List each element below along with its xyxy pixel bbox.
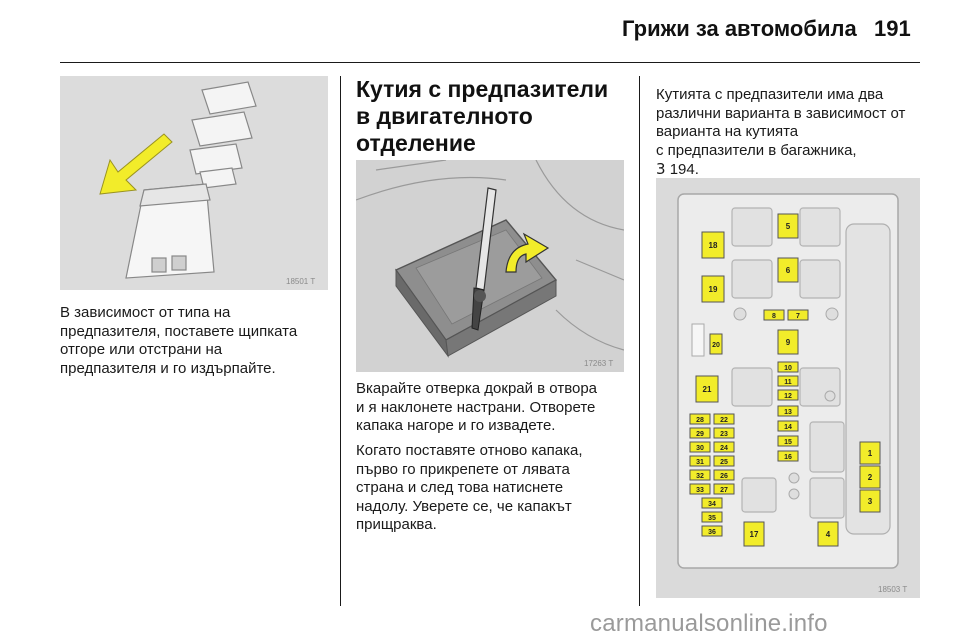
fuse-27: 27 (713, 483, 735, 495)
fuse-20: 20 (709, 333, 723, 355)
svg-text:4: 4 (826, 530, 831, 539)
fuse-16: 16 (777, 450, 799, 462)
fuse-3: 3 (859, 489, 881, 513)
middle-paragraph-2: Когато поставяте отново капака, първо го… (356, 442, 583, 533)
svg-text:31: 31 (696, 459, 704, 466)
engine-fuse-box-illustration: 17263 T (356, 160, 624, 372)
fuse-5: 5 (777, 213, 799, 239)
fuse-29: 29 (689, 427, 711, 439)
svg-text:29: 29 (696, 431, 704, 438)
column-divider-left (340, 76, 341, 606)
fuse-6: 6 (777, 257, 799, 283)
svg-text:36: 36 (708, 529, 716, 536)
section-heading: Кутия с предпазители в двигателното отде… (356, 76, 609, 156)
right-paragraph: Кутията с предпазители има два различни … (656, 86, 906, 178)
svg-text:34: 34 (708, 501, 716, 508)
fuse-15: 15 (777, 435, 799, 447)
page-number: 191 (874, 16, 911, 41)
svg-text:8: 8 (772, 313, 776, 320)
svg-text:30: 30 (696, 445, 704, 452)
fuse-24: 24 (713, 441, 735, 453)
fuse-22: 22 (713, 413, 735, 425)
svg-text:15: 15 (784, 439, 792, 446)
svg-text:6: 6 (786, 266, 791, 275)
svg-text:14: 14 (784, 424, 792, 431)
fuse-23: 23 (713, 427, 735, 439)
svg-text:13: 13 (784, 409, 792, 416)
fuse-13: 13 (777, 405, 799, 417)
fuse-box-layout-diagram: 5 6 18 19 9 21 20 1 2 3 4 17 8 7 10 11 1… (656, 178, 920, 598)
svg-text:1: 1 (868, 449, 873, 458)
svg-text:25: 25 (720, 459, 728, 466)
svg-text:20: 20 (712, 342, 720, 349)
fuse-2: 2 (859, 465, 881, 489)
svg-text:27: 27 (720, 487, 728, 494)
svg-text:17: 17 (750, 530, 759, 539)
svg-text:19: 19 (709, 285, 718, 294)
fuse-12: 12 (777, 389, 799, 401)
svg-text:23: 23 (720, 431, 728, 438)
fuse-32: 32 (689, 469, 711, 481)
svg-text:24: 24 (720, 445, 728, 452)
svg-text:16: 16 (784, 454, 792, 461)
svg-text:35: 35 (708, 515, 716, 522)
svg-text:11: 11 (784, 379, 792, 386)
svg-text:5: 5 (786, 222, 791, 231)
svg-text:21: 21 (703, 385, 712, 394)
fuse-puller-illustration: 18501 T (60, 76, 328, 290)
svg-text:28: 28 (696, 417, 704, 424)
svg-text:9: 9 (786, 338, 791, 347)
column-divider-right (639, 76, 640, 606)
header-divider (60, 62, 920, 63)
left-paragraph: В зависимост от типа на предпазителя, по… (60, 304, 298, 377)
fuse-17: 17 (743, 521, 765, 547)
fuse-18: 18 (701, 231, 725, 259)
figure-id-18501: 18501 T (286, 277, 315, 286)
fuse-21: 21 (695, 375, 719, 403)
svg-text:32: 32 (696, 473, 704, 480)
fuse-35: 35 (701, 511, 723, 523)
fuse-10: 10 (777, 361, 799, 373)
svg-text:22: 22 (720, 417, 728, 424)
fuse-30: 30 (689, 441, 711, 453)
page-reference-icon: 3 (656, 160, 666, 178)
fuse-33: 33 (689, 483, 711, 495)
fuse-8: 8 (763, 309, 785, 321)
fuse-1: 1 (859, 441, 881, 465)
figure-id-18503: 18503 T (878, 585, 907, 594)
fuse-9: 9 (777, 329, 799, 355)
fuse-7: 7 (787, 309, 809, 321)
svg-text:7: 7 (796, 313, 800, 320)
svg-text:2: 2 (868, 473, 873, 482)
fuse-19: 19 (701, 275, 725, 303)
fuse-11: 11 (777, 375, 799, 387)
fuse-36: 36 (701, 525, 723, 537)
page-header-title: Грижи за автомобила (622, 16, 857, 41)
middle-paragraph-1: Вкарайте отверка докрай в отвора и я нак… (356, 380, 598, 434)
svg-text:26: 26 (720, 473, 728, 480)
svg-text:3: 3 (868, 497, 873, 506)
fuse-34: 34 (701, 497, 723, 509)
svg-text:18: 18 (709, 241, 718, 250)
fuse-25: 25 (713, 455, 735, 467)
fuse-14: 14 (777, 420, 799, 432)
svg-text:10: 10 (784, 365, 792, 372)
figure-id-17263: 17263 T (584, 359, 613, 368)
svg-text:33: 33 (696, 487, 704, 494)
fuse-31: 31 (689, 455, 711, 467)
fuse-4: 4 (817, 521, 839, 547)
footer-watermark: carmanualsonline.info (590, 610, 828, 637)
svg-text:12: 12 (784, 393, 792, 400)
fuse-28: 28 (689, 413, 711, 425)
fuse-26: 26 (713, 469, 735, 481)
fuse-labels: 5 6 18 19 9 21 20 1 2 3 4 17 8 7 10 11 1… (689, 213, 881, 547)
